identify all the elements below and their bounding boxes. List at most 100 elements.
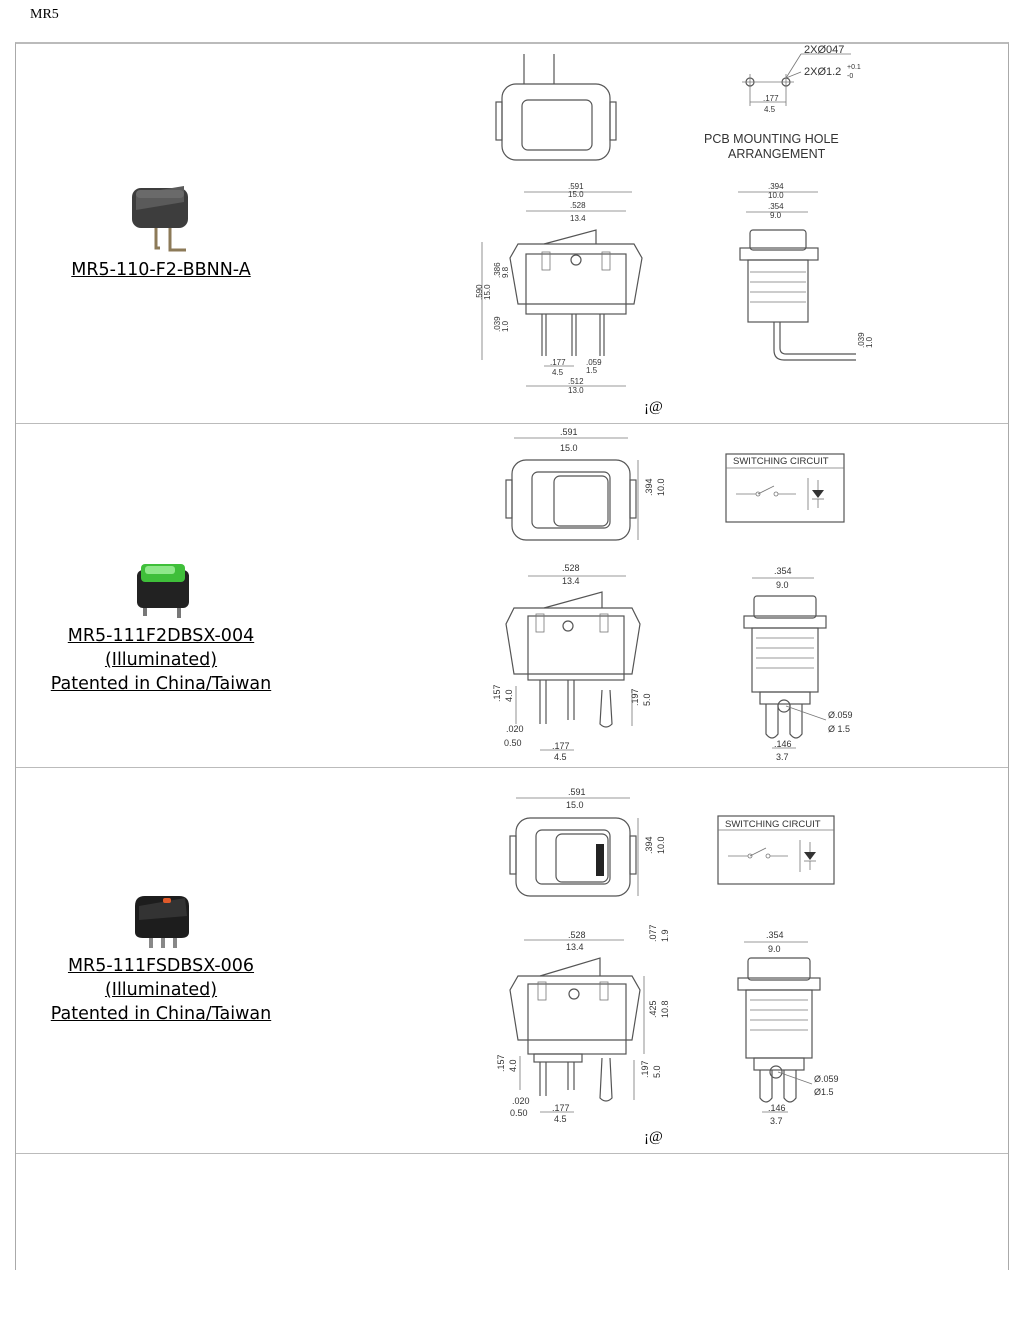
dim-label: Ø.059 [814, 1074, 839, 1084]
dim-label: 10.0 [656, 836, 666, 854]
dimension-drawing: 2XØ047 2XØ1.2 +0.1 -0 .177 4.5 PCB MOUNT… [475, 44, 874, 395]
dim-label: .177 [552, 741, 570, 751]
dim-label: 10.0 [768, 191, 784, 200]
dim-label: 1.5 [586, 366, 598, 375]
dim-label: .197 [640, 1060, 650, 1078]
dim-label: 1.0 [865, 336, 874, 348]
dim-label: .020 [512, 1096, 530, 1106]
dim-label: .146 [768, 1103, 786, 1113]
dim-label: 13.4 [566, 942, 584, 952]
product-link[interactable]: MR5-111FSDBSX-006 [67, 956, 255, 976]
dim-label: .591 [568, 787, 586, 797]
dim-label: 1.9 [660, 929, 670, 942]
dim-label: 4.5 [552, 368, 564, 377]
switch-top-view: .591 15.0 .394 10.0 [505, 427, 666, 541]
page-title: MR5 [30, 7, 59, 22]
dim-label: 9.0 [776, 580, 789, 590]
switch-front-view: .591 15.0 .528 13.4 .590 15.0 [475, 182, 643, 395]
dim-label: .394 [644, 836, 654, 854]
dim-label: 9.0 [768, 944, 781, 954]
dim-label: .425 [648, 1000, 658, 1018]
dim-label: Ø.059 [828, 710, 853, 720]
dim-label: 15.0 [568, 190, 584, 199]
dim-label: 0.50 [504, 738, 522, 748]
dim-label: .177 [552, 1103, 570, 1113]
dim-label: .386 [493, 262, 502, 278]
table-row: MR5-110-F2-BBNN-A 2XØ047 [16, 44, 1008, 424]
switch-side-view: .354 9.0 Ø.059 Ø 1.5 .146 3.7 [743, 566, 853, 762]
pcb-tol-plus: +0.1 [847, 64, 861, 71]
product-link[interactable]: MR5-111F2DBSX-004 (Illuminated) [67, 626, 255, 670]
pcb-title-line-1: PCB MOUNTING HOLE [704, 132, 839, 146]
pcb-pitch-in: .177 [763, 94, 779, 103]
switching-circuit: SWITCHING CIRCUIT [725, 453, 845, 523]
pcb-tol-minus: -0 [847, 73, 853, 80]
patent-link[interactable]: Patented in China/Taiwan [50, 1004, 272, 1024]
dim-label: .591 [568, 182, 584, 191]
dim-label: .077 [648, 924, 658, 942]
switch-top-view [495, 54, 617, 161]
dimension-drawing: .591 15.0 .394 10.0 SWITCHING CIRCUIT [492, 427, 853, 762]
dim-label: .039 [493, 316, 502, 332]
dim-label: .157 [492, 684, 502, 702]
switch-front-view: .528 13.4 .077 1.9 .425 10.8 [496, 924, 670, 1124]
dim-label: .354 [766, 930, 784, 940]
product-photo-mr5-111fsdbsx-006 [135, 896, 189, 948]
dim-label: .591 [560, 427, 578, 437]
product-table: MR5-110-F2-BBNN-A 2XØ047 [15, 42, 1009, 1270]
illuminated-link[interactable]: (Illuminated) [104, 980, 218, 1000]
drawing-cell: .591 15.0 .394 10.0 SWITCHING CIRCUIT [456, 424, 1008, 767]
pcb-hole-arrangement: 2XØ047 2XØ1.2 +0.1 -0 .177 4.5 PCB MOUNT… [704, 44, 861, 161]
dim-label: .354 [768, 202, 784, 211]
product-cell: MR5-111F2DBSX-004 (Illuminated) Patented… [16, 424, 306, 767]
pcb-pitch-mm: 4.5 [764, 105, 776, 114]
dim-label: .512 [568, 377, 584, 386]
product-link[interactable]: MR5-110-F2-BBNN-A [71, 260, 251, 280]
drawing-cell: .591 15.0 .394 10.0 SWITCHING CIRCUIT [456, 768, 1008, 1153]
dim-label: .528 [570, 201, 586, 210]
dim-label: 4.0 [508, 1059, 518, 1072]
dim-label: 3.7 [776, 752, 789, 762]
dim-label: 9.0 [770, 211, 782, 220]
circuit-title: SWITCHING CIRCUIT [725, 819, 821, 830]
dim-label: .590 [475, 284, 484, 300]
dim-label: .394 [644, 478, 654, 496]
dim-label: .528 [562, 563, 580, 573]
dim-label: .394 [768, 182, 784, 191]
footer-mark: ¡@ [644, 399, 663, 415]
product-photo-mr5-111f2dbsx-004 [137, 564, 189, 618]
dim-label: 0.50 [510, 1108, 528, 1118]
switch-top-view: .591 15.0 .394 10.0 [509, 787, 666, 897]
dim-label: 15.0 [560, 443, 578, 453]
product-caption: MR5-110-F2-BBNN-A [16, 258, 306, 282]
switch-front-view: .528 13.4 .157 4.0 .197 5.0 .0 [492, 563, 652, 762]
dim-label: 10.8 [660, 1000, 670, 1018]
dim-label: .020 [506, 724, 524, 734]
switch-side-view: .394 10.0 .354 9.0 .039 1.0 [738, 182, 874, 361]
patent-link[interactable]: Patented in China/Taiwan [50, 674, 272, 694]
dim-label: 5.0 [642, 693, 652, 706]
footer-mark: ¡@ [644, 1129, 663, 1145]
switch-side-view: .354 9.0 Ø.059 Ø1.5 .146 3.7 [737, 930, 839, 1126]
dim-label: Ø1.5 [814, 1087, 834, 1097]
dim-label: 13.4 [562, 576, 580, 586]
dim-label: 5.0 [652, 1065, 662, 1078]
table-row: MR5-111FSDBSX-006 (Illuminated) Patented… [16, 768, 1008, 1154]
circuit-title: SWITCHING CIRCUIT [733, 456, 829, 467]
pcb-title-line-2: ARRANGEMENT [728, 147, 826, 161]
dim-label: 3.7 [770, 1116, 783, 1126]
dim-label: 9.8 [501, 266, 510, 278]
dim-label: 1.0 [501, 320, 510, 332]
dim-label: .039 [857, 332, 866, 348]
dim-label: 13.0 [568, 386, 584, 395]
dim-label: 4.0 [504, 689, 514, 702]
product-cell: MR5-110-F2-BBNN-A [16, 44, 306, 423]
product-caption: MR5-111F2DBSX-004 (Illuminated) Patented… [16, 624, 306, 696]
dim-label: .528 [568, 930, 586, 940]
product-caption: MR5-111FSDBSX-006 (Illuminated) Patented… [16, 954, 306, 1026]
dim-label: .197 [630, 688, 640, 706]
switching-circuit: SWITCHING CIRCUIT [717, 815, 835, 885]
dim-label: .157 [496, 1054, 506, 1072]
drawing-cell: 2XØ047 2XØ1.2 +0.1 -0 .177 4.5 PCB MOUNT… [456, 44, 1008, 423]
product-cell: MR5-111FSDBSX-006 (Illuminated) Patented… [16, 768, 306, 1153]
